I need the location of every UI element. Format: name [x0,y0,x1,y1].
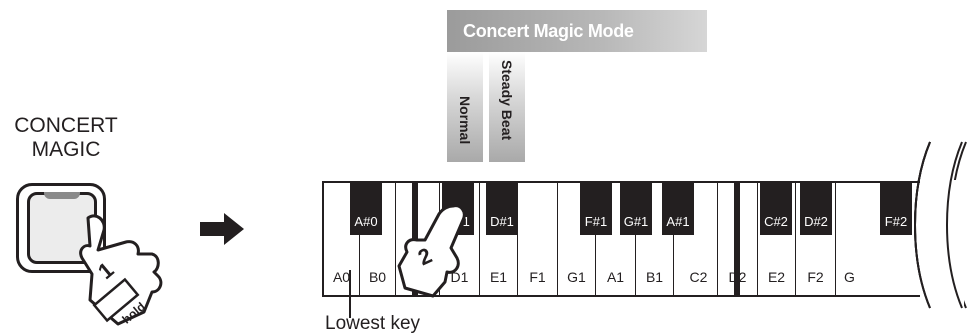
key-f-sharp-1[interactable]: F#1 [580,183,612,235]
key-label: A#1 [666,214,690,229]
key-f-sharp-2[interactable]: F#2 [880,183,912,235]
key-label: G [844,269,855,285]
concert-magic-label-line1: CONCERT [14,114,118,137]
key-g-sharp-1[interactable]: G#1 [620,183,652,235]
key-label: D#1 [490,214,514,229]
key-label: D#2 [804,214,828,229]
key-label: F1 [529,269,546,285]
key-label: D1 [450,269,469,285]
key-label: F#2 [884,214,908,229]
key-label: C#2 [764,214,788,229]
key-label: G1 [567,269,586,285]
key-label: B1 [645,269,664,285]
concert-magic-button-face [27,192,97,264]
key-a-sharp-1[interactable]: A#1 [662,183,694,235]
keyboard-cutoff-curve-lines [914,141,963,309]
mode-option-normal-label: Normal [457,96,473,145]
mode-option-steady-beat-label: Steady Beat [499,60,515,141]
key-label: F2 [807,269,824,285]
key-label: F#1 [584,214,608,229]
hand-press-key-icon [397,204,466,298]
key-label: A#0 [354,214,378,229]
key-label: B0 [368,269,387,285]
mode-option-normal: Normal [447,52,483,162]
octave-separator [734,183,740,295]
right-arrow-icon [200,213,244,245]
key-c-sharp-2[interactable]: C#2 [760,183,792,235]
mode-option-steady-beat: Steady Beat [489,52,525,162]
key-a0[interactable]: A0 [324,183,360,295]
key-label: G#1 [623,214,649,229]
button-led-indicator [44,192,80,199]
key-label: C2 [689,269,708,285]
key-d-sharp-2[interactable]: D#2 [800,183,832,235]
key-label: A1 [606,269,625,285]
hand-press-icon [79,214,163,326]
concert-magic-mode-title: Concert Magic Mode [447,10,707,52]
concert-magic-label-line2: MAGIC [31,138,101,161]
lowest-key-label: Lowest key [325,313,421,334]
key-a-sharp-0[interactable]: A#0 [350,183,382,235]
lowest-key-pointer-line [349,270,351,318]
key-label: E2 [767,269,786,285]
key-f1[interactable]: F1 [518,183,558,295]
key-g2[interactable]: G [836,183,876,295]
key-d-sharp-1[interactable]: D#1 [486,183,518,235]
key-label: A0 [332,269,351,285]
key-label: E1 [489,269,508,285]
key-g1[interactable]: G1 [558,183,596,295]
